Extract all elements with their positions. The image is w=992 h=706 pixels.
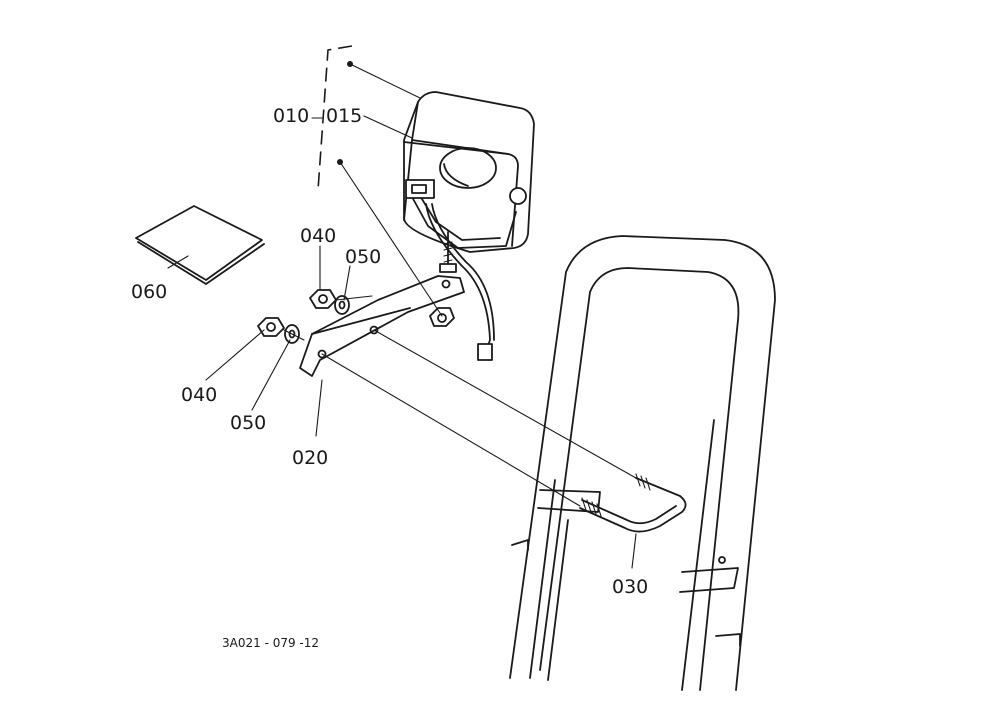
drawing-code: 3A021 - 079 -12 — [222, 636, 319, 650]
label-040-bottom: 040 — [181, 384, 217, 406]
label-040-top: 040 — [300, 225, 336, 247]
work-light — [403, 91, 535, 361]
label-060: 060 — [131, 281, 167, 303]
callout-leaders — [167, 115, 637, 569]
u-bolt-thread-upper — [635, 473, 651, 491]
assembly-lines — [283, 63, 637, 507]
label-050-top: 050 — [345, 246, 381, 268]
washer-050-bottom — [284, 324, 300, 344]
label-050-bottom: 050 — [230, 412, 266, 434]
nut-040-bottom — [257, 317, 285, 337]
nut-040-top — [309, 289, 337, 309]
label-020: 020 — [292, 447, 328, 469]
u-bolt-thread-lower — [581, 497, 602, 517]
washer-050-top — [334, 295, 350, 315]
u-bolt — [579, 473, 687, 533]
manual-sheet — [135, 205, 265, 285]
label-010: 010 — [273, 105, 309, 127]
bracket — [299, 275, 465, 377]
rops-frame — [509, 235, 776, 691]
label-015: 015 — [326, 105, 362, 127]
group-bracket-010 — [317, 45, 353, 191]
label-030: 030 — [612, 576, 648, 598]
